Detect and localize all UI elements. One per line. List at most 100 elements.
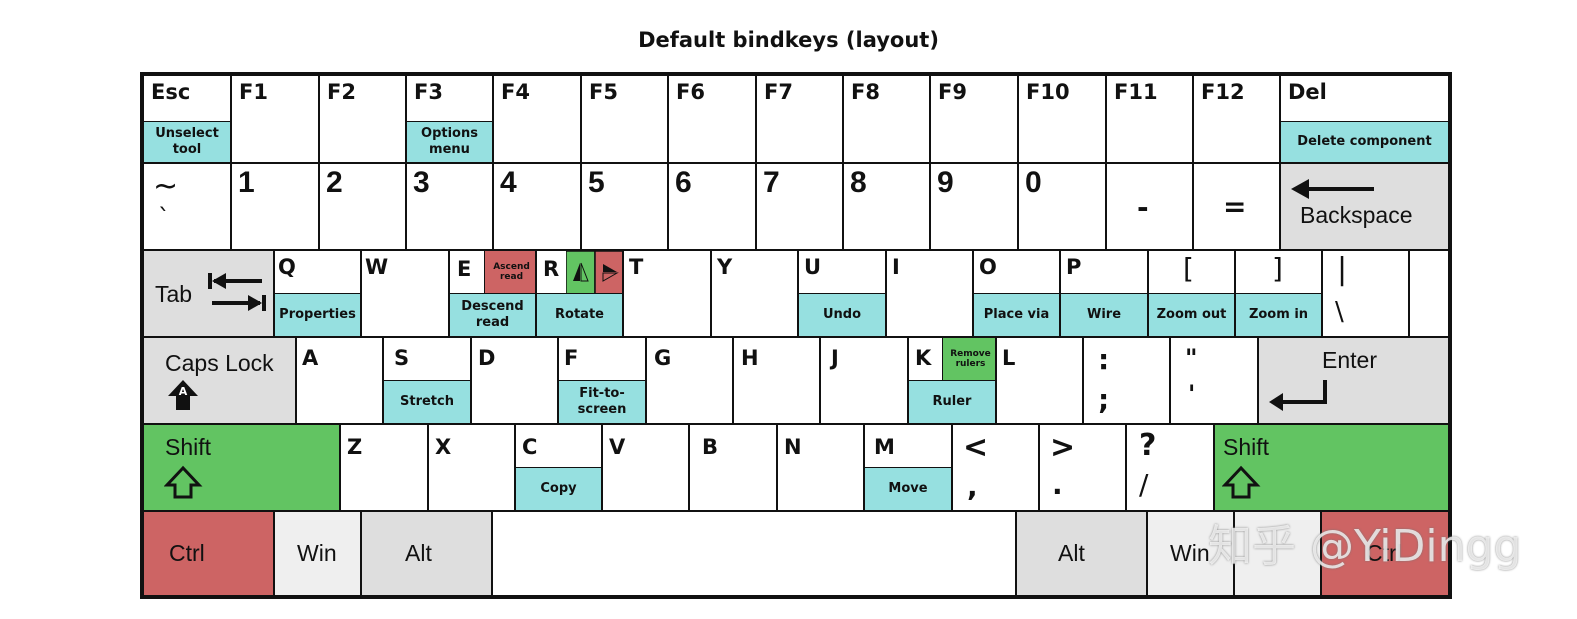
key-label: L	[1002, 346, 1016, 370]
key-label: C	[522, 435, 538, 459]
key-label: F6	[676, 80, 705, 104]
key-label: K	[915, 346, 932, 370]
key-3: 3	[406, 163, 493, 250]
key-label: D	[478, 346, 496, 370]
shift-up-arrow-icon	[164, 465, 203, 499]
action-undo: Undo	[799, 293, 885, 336]
key-win-right: Win	[1147, 511, 1234, 596]
key-label: 7	[763, 166, 780, 199]
key-f11: F11	[1106, 75, 1193, 163]
key-label: U	[804, 255, 822, 279]
key-alt-right: Alt	[1016, 511, 1147, 596]
key-label: 9	[937, 166, 954, 199]
tab-arrows-icon	[208, 273, 266, 311]
key-label-top: <	[963, 430, 989, 465]
key-label: F4	[501, 80, 530, 104]
key-minus: -	[1106, 163, 1193, 250]
key-label: Win	[297, 540, 337, 566]
key-f8: F8	[843, 75, 930, 163]
key-label: 6	[675, 166, 692, 199]
key-7: 7	[756, 163, 843, 250]
key-u: U Undo	[798, 250, 886, 337]
key-alt-left: Alt	[361, 511, 492, 596]
key-label: H	[741, 346, 759, 370]
key-label-top: >	[1050, 430, 1076, 465]
key-o: O Place via	[973, 250, 1060, 337]
key-n: N	[777, 424, 864, 511]
key-8: 8	[843, 163, 930, 250]
key-f10: F10	[1018, 75, 1106, 163]
action-delete-component: Delete component	[1281, 121, 1448, 162]
key-esc: Esc Unselect tool	[143, 75, 231, 163]
key-label: O	[979, 255, 997, 279]
action-descend-read: Descend read	[450, 293, 535, 336]
key-label: 0	[1025, 166, 1042, 199]
key-f7: F7	[756, 75, 843, 163]
key-f3: F3 Options menu	[406, 75, 493, 163]
key-label: F	[564, 346, 579, 370]
key-j: J	[820, 337, 908, 424]
key-quote: " '	[1170, 337, 1258, 424]
key-label: G	[654, 346, 672, 370]
key-label: V	[609, 435, 626, 459]
key-space[interactable]	[492, 511, 1016, 596]
key-blank	[1409, 250, 1449, 337]
key-label: F12	[1201, 80, 1245, 104]
key-y: Y	[711, 250, 798, 337]
key-6: 6	[668, 163, 756, 250]
key-menu	[1234, 511, 1321, 596]
key-4: 4	[493, 163, 581, 250]
action-ascend-read: Ascend read	[484, 251, 535, 294]
key-comma: < ,	[952, 424, 1039, 511]
key-shift-left: Shift	[143, 424, 340, 511]
key-label-bottom: .	[1052, 468, 1063, 501]
key-label-top: |	[1337, 252, 1348, 287]
key-label: 2	[326, 166, 343, 199]
caps-lock-letter: A	[179, 385, 188, 398]
key-label-top: "	[1185, 344, 1198, 372]
backspace-arrow-icon	[1291, 179, 1374, 199]
action-rotate: Rotate	[537, 293, 622, 336]
action-remove-rulers: Remove rulers	[942, 338, 995, 381]
key-label: T	[629, 255, 644, 279]
key-label: P	[1066, 255, 1082, 279]
key-label: 5	[588, 166, 605, 199]
key-label-top: ?	[1139, 428, 1157, 463]
action-properties: Properties	[275, 293, 360, 336]
key-label-top: :	[1098, 343, 1110, 376]
key-backslash: | \	[1322, 250, 1409, 337]
key-label-bottom: \	[1335, 297, 1344, 327]
key-f5: F5	[581, 75, 668, 163]
action-move: Move	[865, 467, 951, 510]
key-label: J	[831, 346, 839, 370]
key-label: A	[302, 346, 319, 370]
key-label: Esc	[151, 80, 191, 104]
key-0: 0	[1018, 163, 1106, 250]
key-label: E	[457, 257, 472, 281]
key-r: R Rotate	[536, 250, 623, 337]
key-shift-right: Shift	[1214, 424, 1449, 511]
action-unselect-tool: Unselect tool	[144, 121, 230, 162]
key-1: 1	[231, 163, 319, 250]
key-label: F11	[1114, 80, 1158, 104]
key-label: B	[702, 435, 719, 459]
key-label: S	[394, 346, 410, 370]
action-options-menu: Options menu	[407, 121, 492, 162]
action-copy: Copy	[516, 467, 601, 510]
key-h: H	[733, 337, 820, 424]
key-l: L	[996, 337, 1083, 424]
key-label: F10	[1026, 80, 1070, 104]
key-label: F3	[414, 80, 443, 104]
key-a: A	[296, 337, 383, 424]
action-fit-to-screen: Fit-to- screen	[559, 380, 645, 423]
key-i: I	[886, 250, 973, 337]
key-tilde: ~ `	[143, 163, 231, 250]
key-label-bottom: ,	[967, 470, 978, 503]
key-x: X	[428, 424, 515, 511]
key-label: Ctrl	[1366, 540, 1402, 566]
key-semicolon: : ;	[1083, 337, 1170, 424]
key-label: Z	[347, 435, 363, 459]
key-label-bottom: ;	[1098, 383, 1110, 416]
key-b: B	[689, 424, 777, 511]
key-ctrl-left: Ctrl	[143, 511, 274, 596]
